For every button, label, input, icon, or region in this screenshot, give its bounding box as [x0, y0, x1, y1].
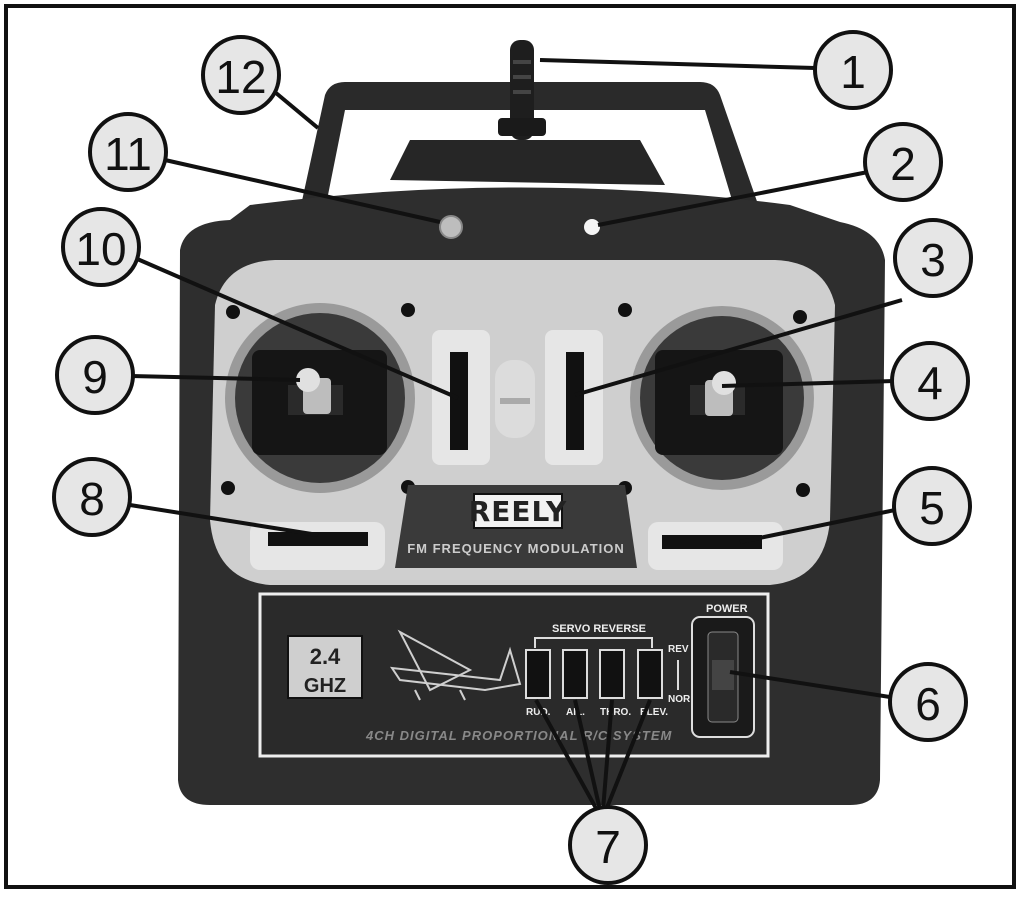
callout-5: 5 — [892, 466, 972, 546]
power-label: POWER — [706, 603, 748, 615]
system-text: 4CH DIGITAL PROPORTIONAL R/C SYSTEM — [365, 728, 673, 743]
top-housing — [390, 140, 665, 185]
right-vertical-trim[interactable] — [545, 330, 603, 465]
elev-switch[interactable] — [637, 649, 663, 699]
switch-label-elev: ELEV. — [640, 707, 668, 718]
svg-text:12: 12 — [215, 51, 266, 103]
airplane-icon — [389, 629, 522, 701]
svg-text:6: 6 — [915, 678, 941, 730]
servo-switches: RUD. AIL. THRO. ELEV. — [525, 649, 668, 718]
switch-label-ail: AIL. — [566, 707, 585, 718]
callout-7: 7 — [568, 805, 648, 885]
callout-3: 3 — [893, 218, 973, 298]
nor-label: NOR — [668, 694, 691, 705]
callout-2: 2 — [863, 122, 943, 202]
ail-switch[interactable] — [562, 649, 588, 699]
antenna — [498, 40, 546, 140]
left-vertical-trim[interactable] — [432, 330, 490, 465]
band-value: 2.4 — [310, 644, 341, 669]
modulation-text: FM FREQUENCY MODULATION — [407, 541, 625, 556]
callout-11: 11 — [88, 112, 168, 192]
left-horizontal-trim[interactable] — [250, 522, 385, 570]
svg-text:11: 11 — [104, 128, 152, 180]
svg-text:2: 2 — [890, 138, 916, 190]
switch-label-thro: THRO. — [600, 707, 631, 718]
callout-8: 8 — [52, 457, 132, 537]
callout-10: 10 — [61, 207, 141, 287]
callout-12: 12 — [201, 35, 281, 115]
left-stick[interactable] — [296, 368, 331, 414]
callout-6: 6 — [888, 662, 968, 742]
callout-1: 1 — [813, 30, 893, 110]
band-badge: 2.4 GHZ — [287, 635, 363, 699]
leader-lines — [129, 58, 903, 811]
servo-reverse-label: SERVO REVERSE — [552, 623, 646, 635]
svg-text:9: 9 — [82, 351, 108, 403]
callout-9: 9 — [55, 335, 135, 415]
brand-plate: REELY FM FREQUENCY MODULATION — [395, 485, 637, 568]
svg-text:5: 5 — [919, 482, 945, 534]
thro-switch[interactable] — [599, 649, 625, 699]
power-led — [584, 219, 600, 235]
svg-text:1: 1 — [840, 46, 866, 98]
right-horizontal-trim[interactable] — [648, 522, 783, 570]
center-window — [495, 360, 535, 438]
callout-4: 4 — [890, 341, 970, 421]
switch-label-rud: RUD. — [526, 707, 551, 718]
svg-text:8: 8 — [79, 473, 105, 525]
svg-text:7: 7 — [595, 821, 621, 873]
svg-text:4: 4 — [917, 357, 943, 409]
charging-jack — [439, 215, 463, 239]
svg-text:3: 3 — [920, 234, 946, 286]
svg-text:10: 10 — [75, 223, 126, 275]
right-stick[interactable] — [705, 371, 736, 416]
brand-logo: REELY — [469, 495, 568, 528]
power-switch[interactable] — [691, 616, 755, 738]
rev-label: REV — [668, 644, 689, 655]
band-unit: GHZ — [304, 675, 346, 697]
rud-switch[interactable] — [525, 649, 551, 699]
